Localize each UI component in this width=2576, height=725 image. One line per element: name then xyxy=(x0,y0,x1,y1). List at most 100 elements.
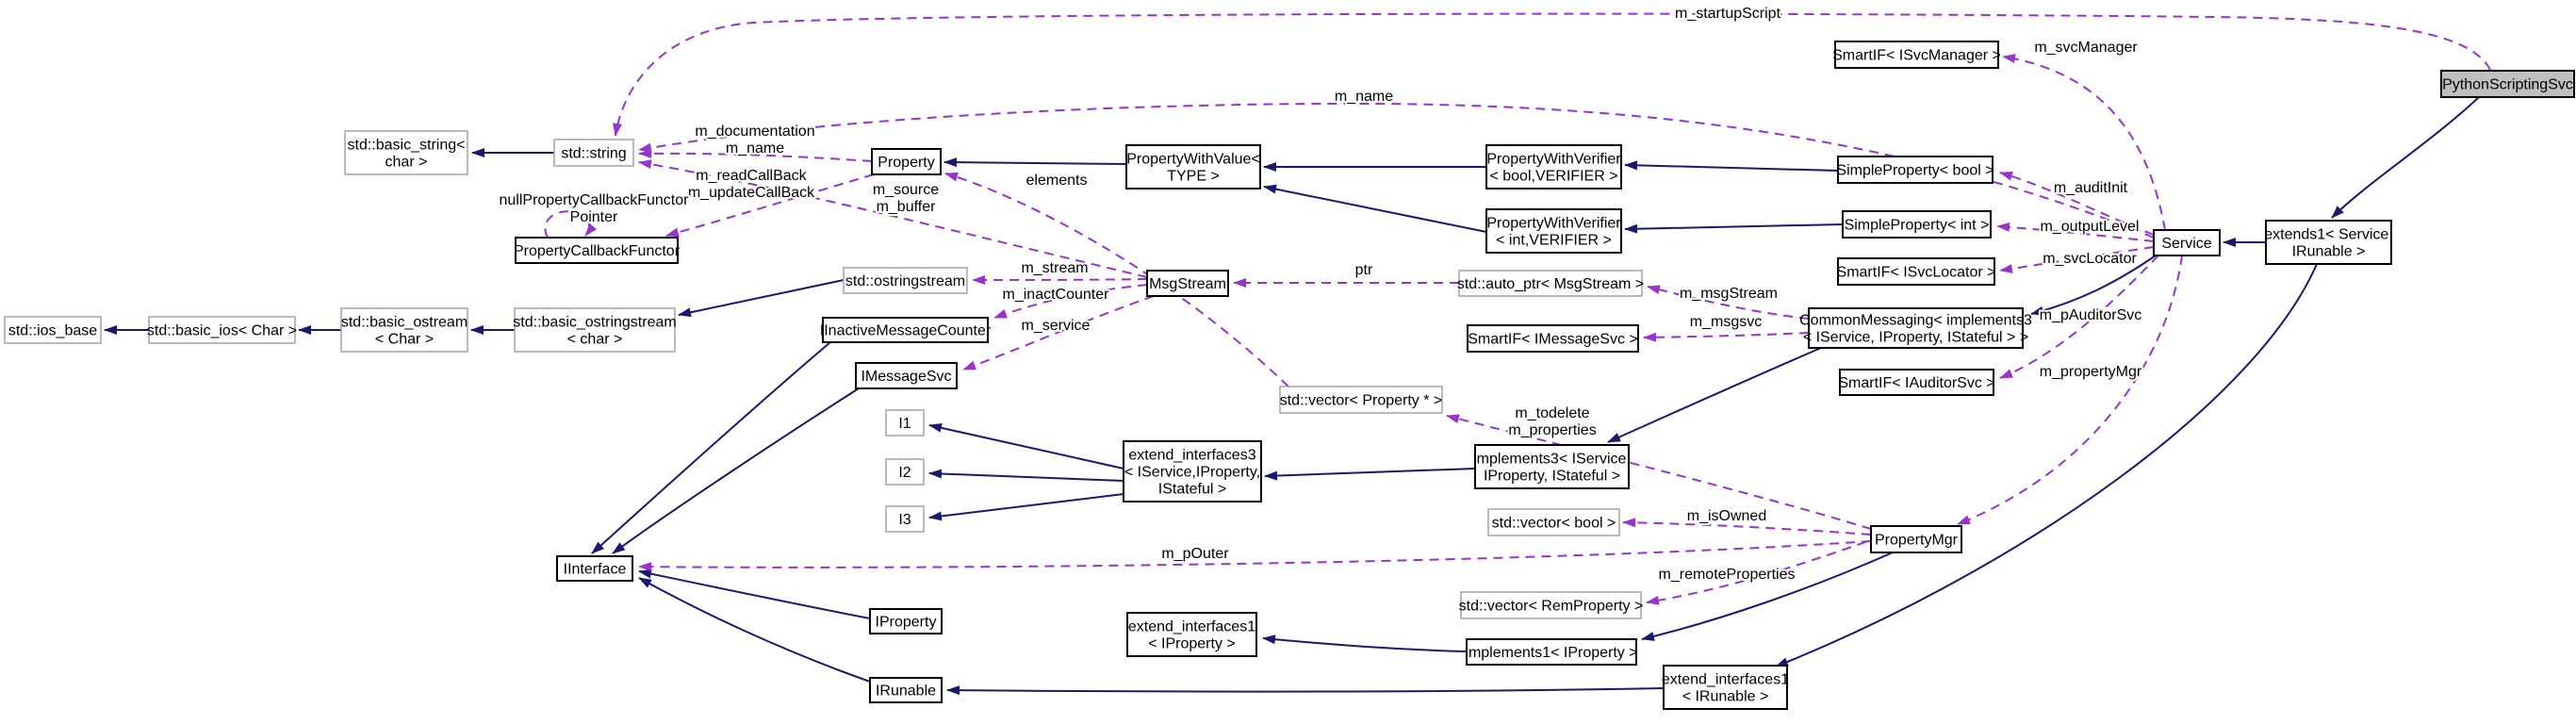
node-label-std-basic-ios: std::basic_ios< Char > xyxy=(147,323,297,339)
node-i2[interactable]: I2 xyxy=(885,458,925,486)
edge-pythonscriptingsvc-to-extends1 xyxy=(2331,96,2480,219)
node-label-propertywithvalue: PropertyWithValue<TYPE > xyxy=(1126,152,1260,185)
node-box-std-basic-ostringstream[interactable] xyxy=(514,307,676,353)
node-box-iinterface[interactable] xyxy=(556,555,633,582)
node-label-std-vector-property: std::vector< Property * > xyxy=(1280,393,1443,409)
node-implements1[interactable]: implements1< IProperty > xyxy=(1465,638,1638,666)
node-box-extend-interfaces1-iproperty[interactable] xyxy=(1126,612,1257,657)
node-box-i3[interactable] xyxy=(885,505,925,533)
node-box-msgstream[interactable] xyxy=(1146,270,1229,297)
node-box-propertywithvalue[interactable] xyxy=(1125,144,1261,189)
node-box-std-basic-ios[interactable] xyxy=(148,316,296,344)
node-msgstream[interactable]: MsgStream xyxy=(1146,270,1229,297)
edge-label-m-pouter: m_pOuter xyxy=(1161,546,1229,562)
node-box-std-basic-ostream[interactable] xyxy=(340,307,468,353)
node-box-iproperty[interactable] xyxy=(869,608,943,634)
node-pythonscriptingsvc[interactable]: PythonScriptingSvc xyxy=(2440,70,2575,98)
node-std-string[interactable]: std::string xyxy=(553,139,634,167)
node-simpleproperty-bool[interactable]: SimpleProperty< bool > xyxy=(1836,156,1994,184)
node-box-property[interactable] xyxy=(871,148,942,175)
node-box-std-vector-remproperty[interactable] xyxy=(1460,591,1642,619)
node-extend-interfaces3[interactable]: extend_interfaces3< IService,IProperty,I… xyxy=(1123,440,1262,503)
node-box-imessagesvc[interactable] xyxy=(855,362,958,389)
node-box-i2[interactable] xyxy=(885,458,925,486)
node-box-service[interactable] xyxy=(2153,229,2221,256)
node-service[interactable]: Service xyxy=(2153,229,2221,256)
node-smartif-isvcmanager[interactable]: SmartIF< ISvcManager > xyxy=(1832,41,2001,69)
node-box-simpleproperty-int[interactable] xyxy=(1842,210,1992,239)
node-pwv-int[interactable]: PropertyWithVerifier< int,VERIFIER > xyxy=(1485,208,1622,254)
node-propertywithvalue[interactable]: PropertyWithValue<TYPE > xyxy=(1125,144,1261,189)
node-box-extend-interfaces1-irunable[interactable] xyxy=(1663,665,1788,710)
node-box-extends1[interactable] xyxy=(2265,220,2392,265)
node-extend-interfaces1-irunable[interactable]: extend_interfaces1< IRunable > xyxy=(1662,665,1789,710)
node-box-std-string[interactable] xyxy=(553,139,634,167)
node-i1[interactable]: I1 xyxy=(885,409,925,437)
node-label-i1: I1 xyxy=(898,416,911,432)
node-box-commonmessaging[interactable] xyxy=(1808,307,2024,349)
node-i3[interactable]: I3 xyxy=(885,505,925,533)
node-std-ostringstream[interactable]: std::ostringstream xyxy=(843,267,968,294)
node-smartif-iauditorsvc[interactable]: SmartIF< IAuditorSvc > xyxy=(1838,369,1995,396)
node-std-basic-ios[interactable]: std::basic_ios< Char > xyxy=(147,316,297,344)
node-box-std-auto-ptr[interactable] xyxy=(1458,270,1643,297)
node-propertymgr[interactable]: PropertyMgr xyxy=(1870,525,1962,553)
node-smartif-isvclocator[interactable]: SmartIF< ISvcLocator > xyxy=(1837,257,1996,286)
node-label-implements1: implements1< IProperty > xyxy=(1465,645,1637,661)
node-iinterface[interactable]: IInterface xyxy=(556,555,633,582)
node-label-std-vector-bool: std::vector< bool > xyxy=(1492,516,1616,532)
node-std-auto-ptr[interactable]: std::auto_ptr< MsgStream > xyxy=(1457,270,1644,297)
node-box-smartif-isvclocator[interactable] xyxy=(1837,257,1995,286)
node-box-pwv-int[interactable] xyxy=(1485,208,1622,254)
node-box-smartif-iauditorsvc[interactable] xyxy=(1839,369,1994,396)
node-box-implements3[interactable] xyxy=(1474,444,1630,489)
node-box-propertymgr[interactable] xyxy=(1870,525,1962,553)
node-box-implements1[interactable] xyxy=(1466,638,1637,666)
node-box-propertycallbackfunctor[interactable] xyxy=(515,237,679,264)
node-box-std-vector-bool[interactable] xyxy=(1487,508,1620,536)
node-box-extend-interfaces3[interactable] xyxy=(1123,440,1262,503)
node-extends1[interactable]: extends1< Service,IRunable > xyxy=(2264,220,2393,265)
node-label-pythonscriptingsvc: PythonScriptingSvc xyxy=(2442,77,2573,93)
node-box-iinactivemessagecounter[interactable] xyxy=(822,317,989,343)
node-box-smartif-isvcmanager[interactable] xyxy=(1834,41,1999,69)
node-property[interactable]: Property xyxy=(871,148,942,175)
node-std-basic-ostringstream[interactable]: std::basic_ostringstream< char > xyxy=(513,307,677,353)
node-box-std-ios-base[interactable] xyxy=(4,316,102,344)
node-std-vector-remproperty[interactable]: std::vector< RemProperty > xyxy=(1459,591,1644,619)
node-std-vector-property[interactable]: std::vector< Property * > xyxy=(1279,386,1443,414)
node-std-basic-ostream[interactable]: std::basic_ostream< Char > xyxy=(340,307,468,353)
node-std-basic-string[interactable]: std::basic_string<char > xyxy=(344,130,468,175)
node-box-irunable[interactable] xyxy=(869,677,943,703)
node-imessagesvc[interactable]: IMessageSvc xyxy=(855,362,958,389)
node-simpleproperty-int[interactable]: SimpleProperty< int > xyxy=(1842,210,1992,239)
node-std-vector-bool[interactable]: std::vector< bool > xyxy=(1487,508,1620,536)
edge-propertymgr-to-std-vector-bool xyxy=(1622,518,1872,536)
node-box-std-ostringstream[interactable] xyxy=(843,267,968,294)
node-iinactivemessagecounter[interactable]: IInactiveMessageCounter xyxy=(820,317,992,343)
node-box-smartif-imessagesvc[interactable] xyxy=(1467,324,1639,353)
node-box-simpleproperty-bool[interactable] xyxy=(1837,156,1994,184)
node-std-ios-base[interactable]: std::ios_base xyxy=(4,316,102,344)
node-box-std-basic-string[interactable] xyxy=(344,130,468,175)
node-pwv-bool[interactable]: PropertyWithVerifier< bool,VERIFIER > xyxy=(1485,144,1622,189)
edge-iproperty-to-iinterface xyxy=(638,568,871,619)
node-label-smartif-isvcmanager: SmartIF< ISvcManager > xyxy=(1832,48,2001,64)
node-commonmessaging[interactable]: CommonMessaging< implements3< IService, … xyxy=(1799,307,2032,349)
node-extend-interfaces1-iproperty[interactable]: extend_interfaces1< IProperty > xyxy=(1126,612,1257,657)
node-box-pwv-bool[interactable] xyxy=(1485,144,1622,189)
edge-label-m-outputlevel: m_outputLevel xyxy=(2041,219,2140,235)
edge-label-m-inactcounter: m_inactCounter xyxy=(1003,287,1110,303)
node-smartif-imessagesvc[interactable]: SmartIF< IMessageSvc > xyxy=(1467,324,1639,353)
edge-simpleproperty-bool-to-pwv-bool xyxy=(1624,160,1839,172)
node-box-i1[interactable] xyxy=(885,409,925,437)
node-irunable[interactable]: IRunable xyxy=(869,677,943,703)
node-box-pythonscriptingsvc[interactable] xyxy=(2440,70,2575,98)
node-implements3[interactable]: implements3< IService,IProperty, IStatef… xyxy=(1473,444,1631,489)
node-iproperty[interactable]: IProperty xyxy=(869,608,943,634)
node-box-std-vector-property[interactable] xyxy=(1279,386,1443,414)
node-propertycallbackfunctor[interactable]: PropertyCallbackFunctor xyxy=(514,237,681,264)
